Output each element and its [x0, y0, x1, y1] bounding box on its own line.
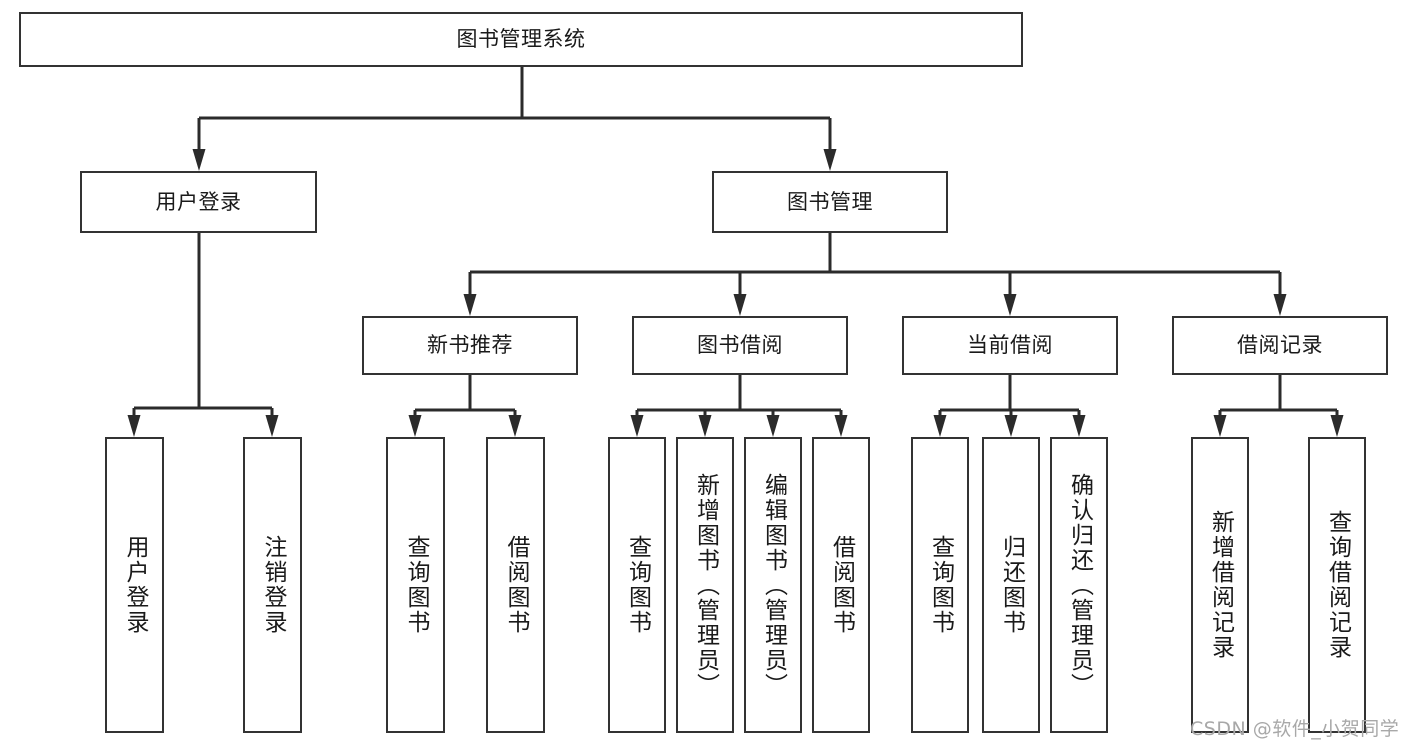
borrow-bus-arrowhead-3: [834, 415, 848, 437]
node-l3-e1[interactable]: 新增借阅记录: [1191, 437, 1249, 733]
node-l3-a2[interactable]: 注销登录: [243, 437, 302, 733]
login-bus-arrowhead-1: [265, 415, 279, 437]
node-label: 借阅图书: [828, 535, 855, 635]
newbook-bus-arrowhead-1: [508, 415, 522, 437]
current-bus-arrowhead-0: [933, 415, 947, 437]
node-l2-newbook[interactable]: 新书推荐: [362, 316, 578, 375]
newbook-bus-arrowhead-0: [408, 415, 422, 437]
node-label: 新书推荐: [427, 333, 513, 357]
node-l2-record[interactable]: 借阅记录: [1172, 316, 1388, 375]
node-l3-c2[interactable]: 新增图书（管理员）: [676, 437, 734, 733]
node-l3-d1[interactable]: 查询图书: [911, 437, 969, 733]
node-label: 用户登录: [155, 189, 242, 214]
borrow-bus-arrowhead-2: [766, 415, 780, 437]
node-l1-login[interactable]: 用户登录: [80, 171, 317, 233]
node-label: 确认归还（管理员）: [1066, 472, 1093, 698]
record-bus-arrowhead-1: [1330, 415, 1344, 437]
root-bus-arrowhead-1: [823, 149, 837, 171]
node-l1-book[interactable]: 图书管理: [712, 171, 948, 233]
book-bus-arrowhead-0: [463, 294, 477, 316]
book-bus-arrowhead-2: [1003, 294, 1017, 316]
node-label: 图书借阅: [697, 333, 783, 357]
borrow-bus-arrowhead-0: [630, 415, 644, 437]
node-l3-c3[interactable]: 编辑图书（管理员）: [744, 437, 802, 733]
book-bus-arrowhead-3: [1273, 294, 1287, 316]
record-bus-arrowhead-0: [1213, 415, 1227, 437]
current-bus-arrowhead-1: [1004, 415, 1018, 437]
node-label: 注销登录: [260, 535, 286, 635]
node-label: 新增借阅记录: [1207, 510, 1234, 660]
book-bus-arrowhead-1: [733, 294, 747, 316]
node-l3-d3[interactable]: 确认归还（管理员）: [1050, 437, 1108, 733]
node-label: 新增图书（管理员）: [692, 472, 719, 698]
node-root[interactable]: 图书管理系统: [19, 12, 1023, 67]
node-l2-current[interactable]: 当前借阅: [902, 316, 1118, 375]
borrow-bus-arrowhead-1: [698, 415, 712, 437]
watermark: CSDN @软件_小贺同学: [1190, 718, 1400, 740]
current-bus-arrowhead-2: [1072, 415, 1086, 437]
root-bus-arrowhead-0: [192, 149, 206, 171]
node-label: 当前借阅: [967, 333, 1053, 357]
node-label: 查询图书: [927, 535, 954, 635]
node-label: 用户登录: [122, 535, 148, 635]
node-label: 图书管理系统: [456, 27, 586, 51]
node-label: 借阅记录: [1237, 333, 1323, 357]
node-label: 查询图书: [624, 535, 651, 635]
node-l3-e2[interactable]: 查询借阅记录: [1308, 437, 1366, 733]
node-l2-borrow[interactable]: 图书借阅: [632, 316, 848, 375]
node-l3-a1[interactable]: 用户登录: [105, 437, 164, 733]
node-label: 归还图书: [998, 535, 1025, 635]
node-label: 借阅图书: [503, 535, 529, 635]
node-l3-b2[interactable]: 借阅图书: [486, 437, 545, 733]
node-l3-c1[interactable]: 查询图书: [608, 437, 666, 733]
node-label: 查询借阅记录: [1324, 510, 1351, 660]
node-l3-b1[interactable]: 查询图书: [386, 437, 445, 733]
node-l3-d2[interactable]: 归还图书: [982, 437, 1040, 733]
login-bus-arrowhead-0: [127, 415, 141, 437]
node-label: 编辑图书（管理员）: [760, 472, 787, 698]
node-l3-c4[interactable]: 借阅图书: [812, 437, 870, 733]
node-label: 查询图书: [403, 535, 429, 635]
node-label: 图书管理: [787, 189, 873, 214]
